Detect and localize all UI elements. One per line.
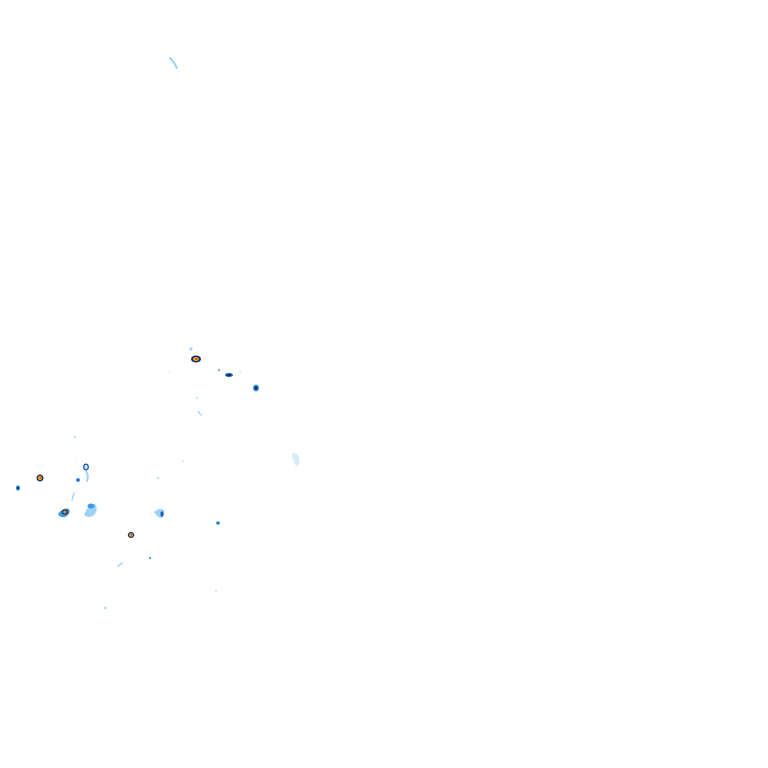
echo-speck-east-south [216,521,220,525]
echo-cell-north [168,347,201,373]
echo-speck-south [117,562,123,567]
echo-scattered-specks [74,397,217,610]
echo-cell-west-2 [15,485,21,491]
echo-cell-central-west [76,463,89,482]
echo-cell-south [127,532,135,538]
echo-cell-south-central [150,508,165,518]
echo-cluster-southwest [58,492,97,518]
echo-cell-east-1 [218,369,241,377]
echo-top-streak [169,57,178,69]
echo-faint-patch-east [292,452,300,466]
echo-cell-east-2 [253,384,259,392]
echo-cell-west-1 [36,474,44,482]
